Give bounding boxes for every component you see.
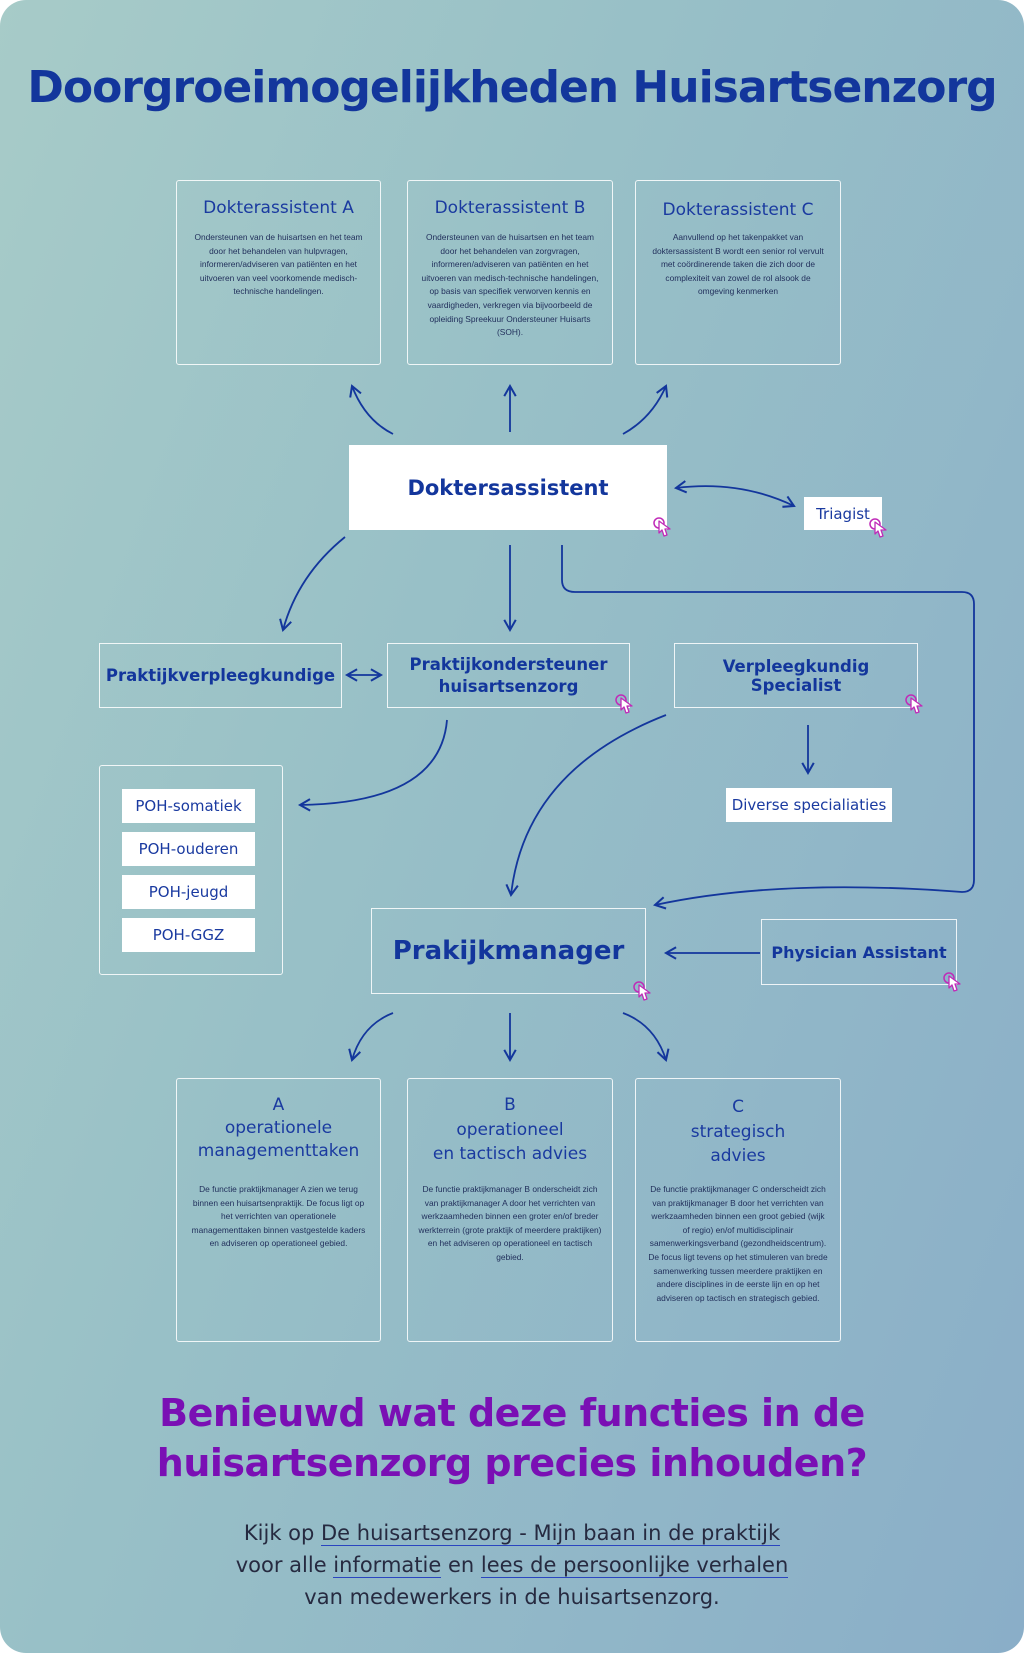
poh-type-label: POH-somatiek <box>135 797 242 815</box>
arrow-to-triagist <box>673 480 796 508</box>
node-label: Prakijkmanager <box>392 936 625 966</box>
cta-text-b: voor alle <box>235 1553 334 1577</box>
arrow-to-assistent-a <box>349 384 394 435</box>
node-label-line1: Praktijkondersteuner <box>409 654 608 674</box>
node-label: Praktijkverpleegkundige <box>105 666 336 685</box>
manager-level-letter: C <box>732 1097 744 1117</box>
node-label-line2: huisartsenzorg <box>438 676 579 696</box>
click-cursor-icon <box>633 981 651 1001</box>
click-cursor-icon <box>905 694 923 714</box>
node-prakijkmanager[interactable]: Prakijkmanager <box>371 908 646 994</box>
manager-card-c: C strategisch advies De functie praktijk… <box>635 1078 841 1342</box>
node-label: Diverse specialiaties <box>731 796 887 814</box>
click-cursor-icon <box>653 517 671 537</box>
manager-level-letter: B <box>504 1095 516 1115</box>
poh-type-jeugd: POH-jeugd <box>122 875 255 909</box>
role-description: Ondersteunen van de huisartsen en het te… <box>421 232 599 338</box>
role-description: Aanvullend op het takenpakket van dokter… <box>652 232 824 297</box>
click-cursor-icon <box>943 972 961 992</box>
poh-types-panel <box>99 765 283 975</box>
arrow-to-manager-c <box>622 1012 670 1062</box>
node-physician-assistant[interactable]: Physician Assistant <box>761 919 957 985</box>
role-title: Dokterassistent B <box>434 198 586 218</box>
cta-heading: Benieuwd wat deze functies in de huisart… <box>0 1388 1024 1488</box>
page-title: Doorgroeimogelijkheden Huisartsenzorg <box>27 62 997 113</box>
line-to-prakijkmanager-right <box>561 545 975 910</box>
arrow-to-praktijkverpleegkundige <box>279 536 346 632</box>
cta-link-informatie[interactable]: informatie <box>333 1553 442 1578</box>
manager-level-line2: managementtaken <box>197 1141 360 1161</box>
cta-text-c: en <box>441 1553 481 1577</box>
node-verpleegkundig-specialist[interactable]: Verpleegkundig Specialist <box>674 643 918 708</box>
node-doktersassistent[interactable]: Doktersassistent <box>349 445 667 530</box>
node-praktijkverpleegkundige: Praktijkverpleegkundige <box>99 643 342 708</box>
poh-type-somatiek: POH-somatiek <box>122 789 255 823</box>
role-card-assistent-a: Dokterassistent A Ondersteunen van de hu… <box>176 180 381 365</box>
manager-level-line1: operationele <box>224 1118 333 1138</box>
node-label: Triagist <box>816 504 870 523</box>
manager-level-line2: en tactisch advies <box>432 1144 588 1164</box>
node-diverse-specialiaties: Diverse specialiaties <box>726 788 892 822</box>
poh-type-label: POH-GGZ <box>152 926 225 944</box>
manager-level-line1: operationeel <box>456 1120 564 1140</box>
role-card-assistent-b: Dokterassistent B Ondersteunen van de hu… <box>407 180 613 365</box>
poh-type-ggz: POH-GGZ <box>122 918 255 952</box>
manager-level-description: De functie praktijkmanager C onderscheid… <box>648 1184 828 1303</box>
manager-card-b: B operationeel en tactisch advies De fun… <box>407 1078 613 1342</box>
node-label: Verpleegkundig Specialist <box>722 656 870 695</box>
node-label: Physician Assistant <box>771 942 947 962</box>
click-cursor-icon <box>615 694 633 714</box>
manager-card-a: A operationele managementtaken De functi… <box>176 1078 381 1342</box>
arrow-to-manager-a <box>348 1012 394 1062</box>
arrow-poh-to-types <box>297 719 448 812</box>
role-card-assistent-c: Dokterassistent C Aanvullend op het take… <box>635 180 841 365</box>
role-title: Dokterassistent C <box>662 200 814 220</box>
arrow-to-assistent-c <box>622 384 669 435</box>
manager-level-description: De functie praktijkmanager A zien we ter… <box>191 1184 366 1249</box>
manager-level-description: De functie praktijkmanager B onderscheid… <box>418 1184 602 1262</box>
poh-type-ouderen: POH-ouderen <box>122 832 255 866</box>
cta-link-verhalen[interactable]: lees de persoonlijke verhalen <box>480 1553 789 1578</box>
poh-type-label: POH-ouderen <box>138 840 239 858</box>
manager-level-letter: A <box>272 1095 285 1115</box>
poh-type-label: POH-jeugd <box>148 883 229 901</box>
node-label: Doktersassistent <box>407 475 609 500</box>
click-cursor-icon <box>869 518 887 538</box>
node-triagist[interactable]: Triagist <box>804 497 882 530</box>
cta-text-a: Kijk op <box>243 1521 322 1545</box>
manager-level-line2: advies <box>710 1146 766 1166</box>
cta-heading-line2: huisartsenzorg precies inhouden? <box>156 1441 868 1485</box>
role-title: Dokterassistent A <box>203 198 354 218</box>
node-praktijkondersteuner[interactable]: Praktijkondersteuner huisartsenzorg <box>387 643 630 708</box>
cta-text-d: van medewerkers in de huisartsenzorg. <box>304 1585 720 1609</box>
arrow-vs-to-manager <box>505 714 667 898</box>
cta-heading-line1: Benieuwd wat deze functies in de <box>159 1391 865 1435</box>
manager-level-line1: strategisch <box>690 1122 786 1142</box>
cta-link-mijn-baan[interactable]: De huisartsenzorg - Mijn baan in de prak… <box>321 1521 781 1546</box>
cta-text: Kijk op De huisartsenzorg - Mijn baan in… <box>0 1517 1024 1613</box>
role-description: Ondersteunen van de huisartsen en het te… <box>194 232 363 297</box>
